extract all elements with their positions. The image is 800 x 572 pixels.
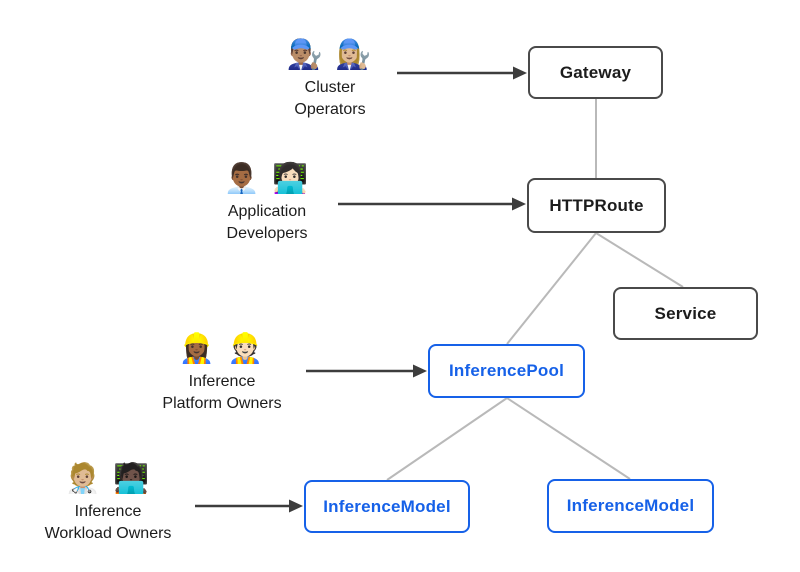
node-inferencemodel-right: InferenceModel <box>547 479 714 533</box>
construction-workers-emoji-icon: 👷🏾‍♀️ 👷🏻 <box>178 333 266 365</box>
mechanics-emoji-icon: 👨🏽‍🔧 👩🏼‍🔧 <box>286 39 374 71</box>
edge-httproute-service <box>595 232 684 288</box>
arrow-cluster-operators-to-gateway <box>397 66 527 80</box>
edge-inferencepool-inferencemodel-left <box>386 397 508 481</box>
node-inferencepool-label: InferencePool <box>448 361 565 380</box>
node-inferencemodel-left: InferenceModel <box>304 480 470 533</box>
node-service: Service <box>613 287 758 340</box>
node-httproute-label: HTTPRoute <box>549 195 644 215</box>
actor-cluster-operators-label: Cluster Operators <box>294 79 366 118</box>
actor-inference-platform-owners-label: Inference Platform Owners <box>162 373 282 412</box>
actor-application-developers: 👨🏾‍💼 👩🏻‍💻 Application Developers <box>157 161 377 245</box>
edge-inferencepool-inferencemodel-right <box>506 397 631 480</box>
node-inferencepool: InferencePool <box>428 344 585 398</box>
node-gateway: Gateway <box>528 46 663 99</box>
actor-application-developers-label: Application Developers <box>226 203 308 242</box>
node-gateway-label: Gateway <box>559 62 632 82</box>
office-worker-and-technologist-emoji-icon: 👨🏾‍💼 👩🏻‍💻 <box>223 163 311 195</box>
actor-cluster-operators: 👨🏽‍🔧 👩🏼‍🔧 Cluster Operators <box>220 37 440 121</box>
arrow-inference-platform-owners-to-inferencepool <box>306 364 427 378</box>
node-inferencemodel-right-label: InferenceModel <box>566 496 695 515</box>
node-httproute: HTTPRoute <box>527 178 666 233</box>
arrow-inference-workload-owners-to-inferencemodel <box>195 499 303 513</box>
actor-inference-workload-owners-label: Inference Workload Owners <box>44 503 172 542</box>
node-service-label: Service <box>654 303 717 323</box>
actor-inference-platform-owners: 👷🏾‍♀️ 👷🏻 Inference Platform Owners <box>112 331 332 415</box>
node-inferencemodel-left-label: InferenceModel <box>323 496 451 516</box>
arrow-application-developers-to-httproute <box>338 197 526 211</box>
health-worker-and-technologist-emoji-icon: 🧑🏼‍⚕️ 🧑🏿‍💻 <box>64 463 152 495</box>
edge-httproute-inferencepool <box>506 232 597 345</box>
actor-inference-workload-owners: 🧑🏼‍⚕️ 🧑🏿‍💻 Inference Workload Owners <box>0 461 218 545</box>
